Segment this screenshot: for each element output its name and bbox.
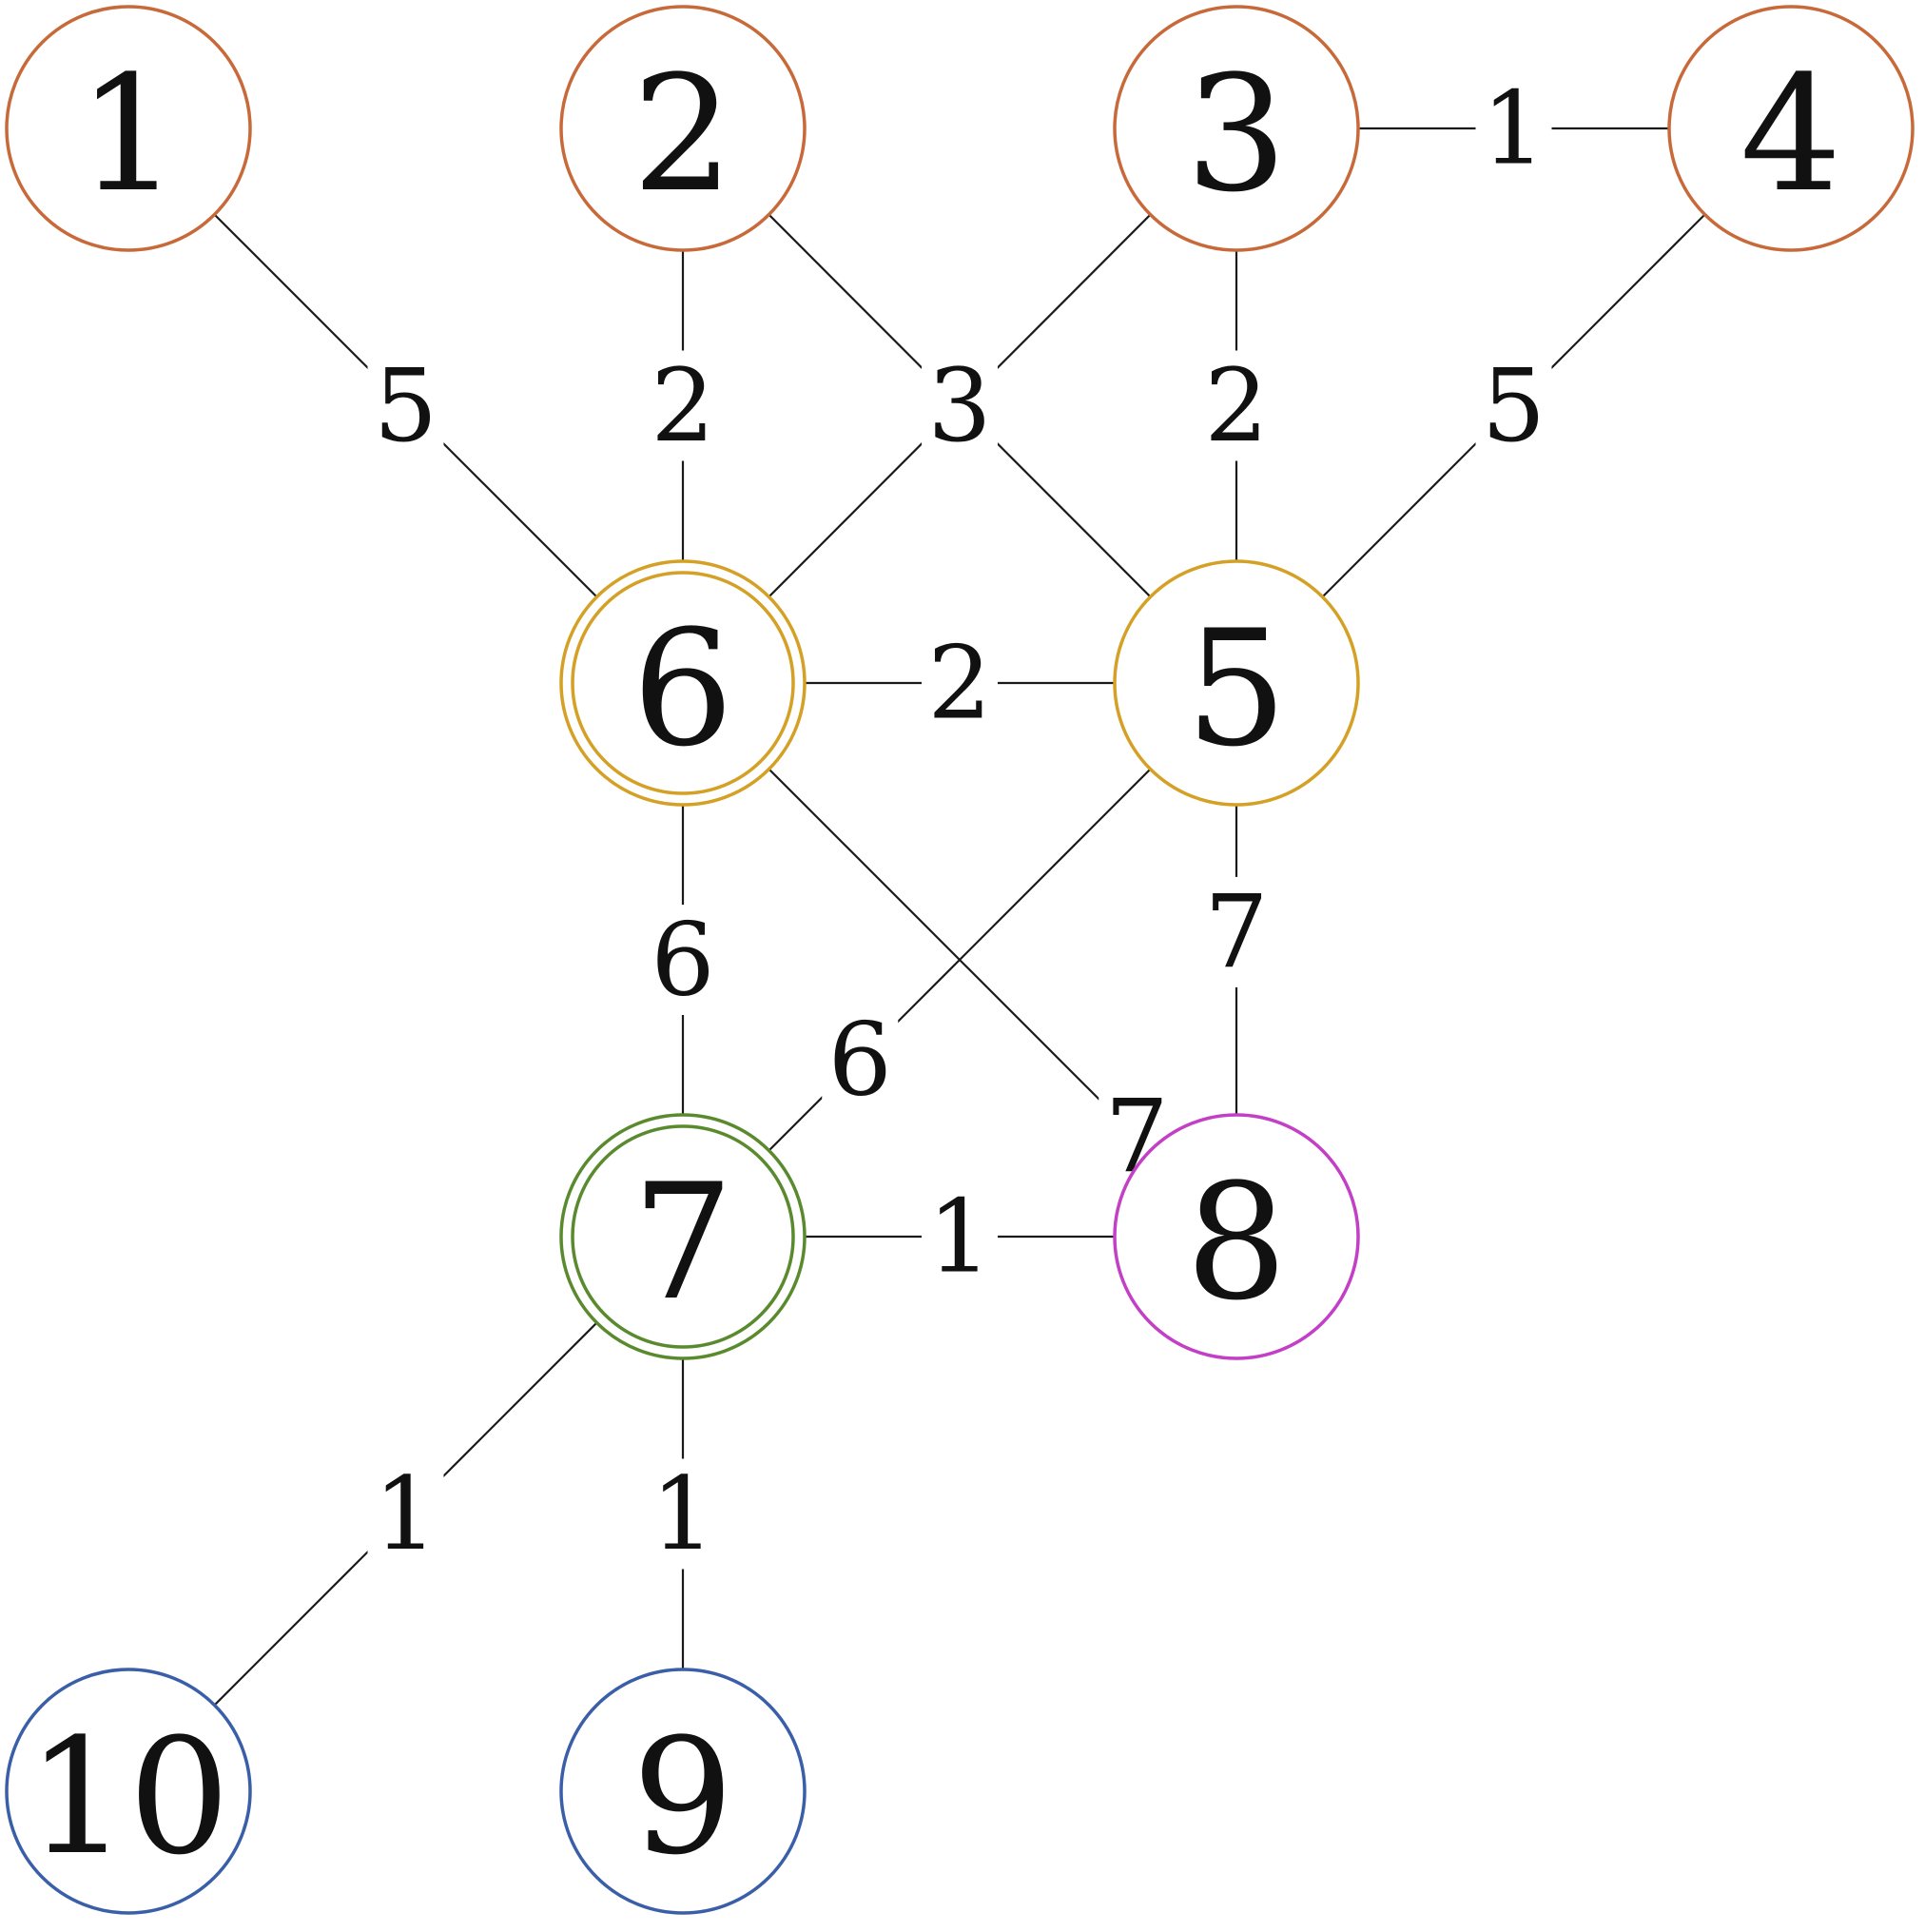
node-circle	[1113, 559, 1360, 807]
node-label: 8	[1186, 1149, 1288, 1336]
node-circle	[5, 1668, 252, 1915]
edge-weight-label: 7	[1204, 873, 1268, 990]
edge-weight-2-5: 3	[922, 347, 998, 464]
edge-weight-label: 3	[927, 347, 991, 464]
edge-weight-3-4: 1	[1475, 70, 1552, 187]
node-3[interactable]: 3	[1113, 5, 1360, 252]
edge-weight-label: 1	[651, 1455, 714, 1572]
node-circle	[1113, 1113, 1360, 1360]
node-circle	[1667, 5, 1915, 252]
edge-weight-label: 5	[1482, 347, 1546, 464]
edge-weight-2-6: 2	[645, 347, 721, 464]
edge-weight-6-5: 2	[922, 625, 998, 742]
edge-weight-background	[922, 1181, 998, 1292]
edge-weight-background	[922, 628, 998, 738]
node-circle	[559, 5, 807, 252]
edge-weight-label: 2	[651, 347, 714, 464]
edge-weight-background	[1475, 73, 1552, 184]
edge-weight-5-7: 6	[822, 1001, 899, 1118]
edge-weight-7-10: 1	[367, 1455, 444, 1572]
node-label: 5	[1186, 595, 1288, 782]
edge-weight-background	[1198, 876, 1274, 987]
edge-weight-7-9: 1	[645, 1455, 721, 1572]
node-label: 3	[1186, 41, 1288, 227]
edge-weight-label: 6	[828, 1001, 892, 1118]
edge-weight-label: 1	[927, 1179, 991, 1296]
node-label: 6	[632, 595, 734, 782]
edge-weight-background	[645, 1458, 721, 1570]
edge-weight-background	[645, 905, 721, 1015]
node-1[interactable]: 1	[5, 5, 252, 252]
edge-weight-4-5: 5	[1475, 347, 1552, 464]
node-4[interactable]: 4	[1667, 5, 1915, 252]
edge-weight-label: 2	[1204, 347, 1268, 464]
node-circle	[559, 559, 807, 807]
edge-weight-7-8: 1	[922, 1179, 998, 1296]
edge-weight-label: 2	[927, 625, 991, 742]
node-circle	[1113, 5, 1360, 252]
node-10[interactable]: 10	[5, 1668, 252, 1915]
edge-weight-label: 5	[374, 347, 438, 464]
node-8[interactable]: 8	[1113, 1113, 1360, 1360]
node-circle	[559, 1668, 807, 1915]
node-circle	[5, 5, 252, 252]
node-label: 4	[1740, 41, 1842, 227]
edge-weight-label: 1	[374, 1455, 438, 1572]
edge-weight-label: 1	[1482, 70, 1546, 187]
node-label: 9	[632, 1704, 734, 1890]
edge-weight-background	[922, 350, 998, 461]
edge-weight-5-8: 7	[1198, 873, 1274, 990]
node-inner-circle	[571, 571, 795, 795]
node-2[interactable]: 2	[559, 5, 807, 252]
edge-weight-6-7: 6	[645, 902, 721, 1019]
edge-weight-background	[645, 350, 721, 461]
edge-weight-background	[1198, 350, 1274, 461]
node-label: 10	[27, 1704, 230, 1890]
node-circle	[559, 1113, 807, 1360]
edge-weight-3-5: 2	[1198, 347, 1274, 464]
edge-weight-background	[367, 1458, 444, 1570]
node-5[interactable]: 5	[1113, 559, 1360, 807]
node-9[interactable]: 9	[559, 1668, 807, 1915]
node-inner-circle	[571, 1124, 795, 1349]
edge-weight-background	[1475, 350, 1552, 461]
edge-weight-background	[822, 1004, 899, 1115]
node-label: 2	[632, 41, 734, 227]
node-label: 1	[78, 41, 180, 227]
node-label: 7	[632, 1149, 734, 1336]
edge-weight-background	[367, 350, 444, 461]
edge-weight-label: 6	[651, 902, 714, 1019]
edge-weight-1-6: 5	[367, 347, 444, 464]
node-6[interactable]: 6	[559, 559, 807, 807]
node-7[interactable]: 7	[559, 1113, 807, 1360]
